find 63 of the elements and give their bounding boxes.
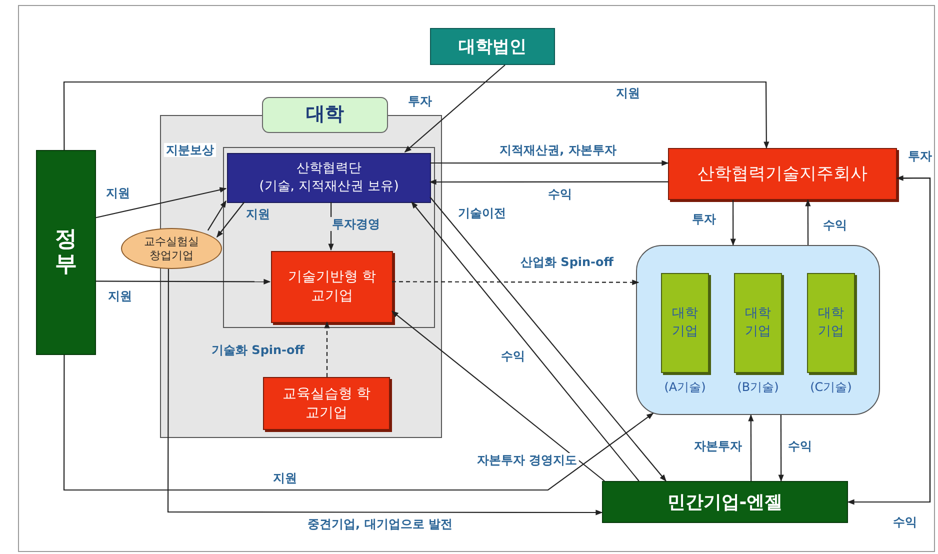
edge-label: 중견기업, 대기업으로 발전 (306, 517, 454, 531)
company-bar (661, 273, 709, 373)
box-label: 대학법인 (458, 36, 526, 58)
edge-label: 지적재산권, 자본투자 (498, 143, 618, 157)
edge-label: 지원 (271, 471, 299, 485)
edge-label: 지원 (244, 207, 272, 221)
node-label: (B기술) (737, 379, 779, 396)
arrow (216, 202, 245, 238)
box-label: 기술기반형 학교기업 (286, 268, 378, 306)
bar-label: 대학 기업 (744, 305, 772, 341)
arrow (96, 278, 271, 284)
process-box (271, 251, 393, 323)
edge-label: 기술이전 (456, 206, 508, 220)
edge-label: 산업화 Spin-off (518, 255, 616, 269)
bar-label: 대학 기업 (817, 305, 845, 341)
edge-label: 지원 (614, 86, 642, 100)
arrow (429, 179, 668, 185)
box-label: 산학협력기술지주회사 (696, 164, 868, 184)
box-label: 교육실습형 학교기업 (281, 384, 372, 422)
private-company-box (602, 481, 848, 523)
process-box (227, 153, 431, 203)
startup-ellipse (121, 228, 222, 269)
holding-company-box (668, 148, 897, 200)
company-bar (807, 273, 855, 373)
arrow (404, 64, 506, 152)
panel-heading-tab: 대학 (262, 97, 388, 133)
arrow (63, 355, 654, 491)
edge-label: 지원 (104, 186, 132, 200)
arrow (63, 81, 770, 150)
node-label: (A기술) (664, 379, 706, 396)
arrow (96, 187, 227, 218)
arrow (207, 200, 226, 231)
edge-label: 기술화 Spin-off (210, 343, 306, 357)
edge-label: 자본투자 경영지도 (474, 453, 580, 467)
edge-label: 지원 (106, 289, 134, 303)
group-frame (223, 147, 435, 328)
arrow (392, 280, 640, 286)
company-group-panel (636, 245, 880, 415)
arrow (778, 415, 784, 482)
box-label: 정부 (55, 228, 77, 277)
bar-label: 대학 기업 (671, 305, 699, 341)
arrow (411, 201, 640, 482)
institution-box (430, 28, 555, 65)
edge-label: 자본투자 (692, 439, 744, 453)
arrow (391, 310, 605, 482)
company-bar (734, 273, 782, 373)
ellipse-label: 교수실험실 창업기업 (143, 234, 200, 262)
edge-label: 투자 (906, 149, 934, 163)
arrow (167, 269, 603, 516)
arrow (748, 414, 754, 481)
arrow (324, 321, 330, 377)
government-box (36, 150, 96, 355)
edge-label: 지분보상 (164, 143, 216, 157)
arrow (730, 200, 736, 246)
arrow (430, 160, 669, 166)
arrow (430, 196, 666, 482)
edge-label: 투자 (690, 212, 718, 226)
process-box (263, 377, 390, 430)
box-label: 민간기업-엔젤 (667, 491, 783, 514)
edge-label: 투자 (406, 94, 434, 108)
node-label: (C기술) (810, 379, 852, 396)
arrow (805, 199, 811, 245)
box-label: 산학협력단 (기술, 지적재산권 보유) (259, 160, 399, 196)
